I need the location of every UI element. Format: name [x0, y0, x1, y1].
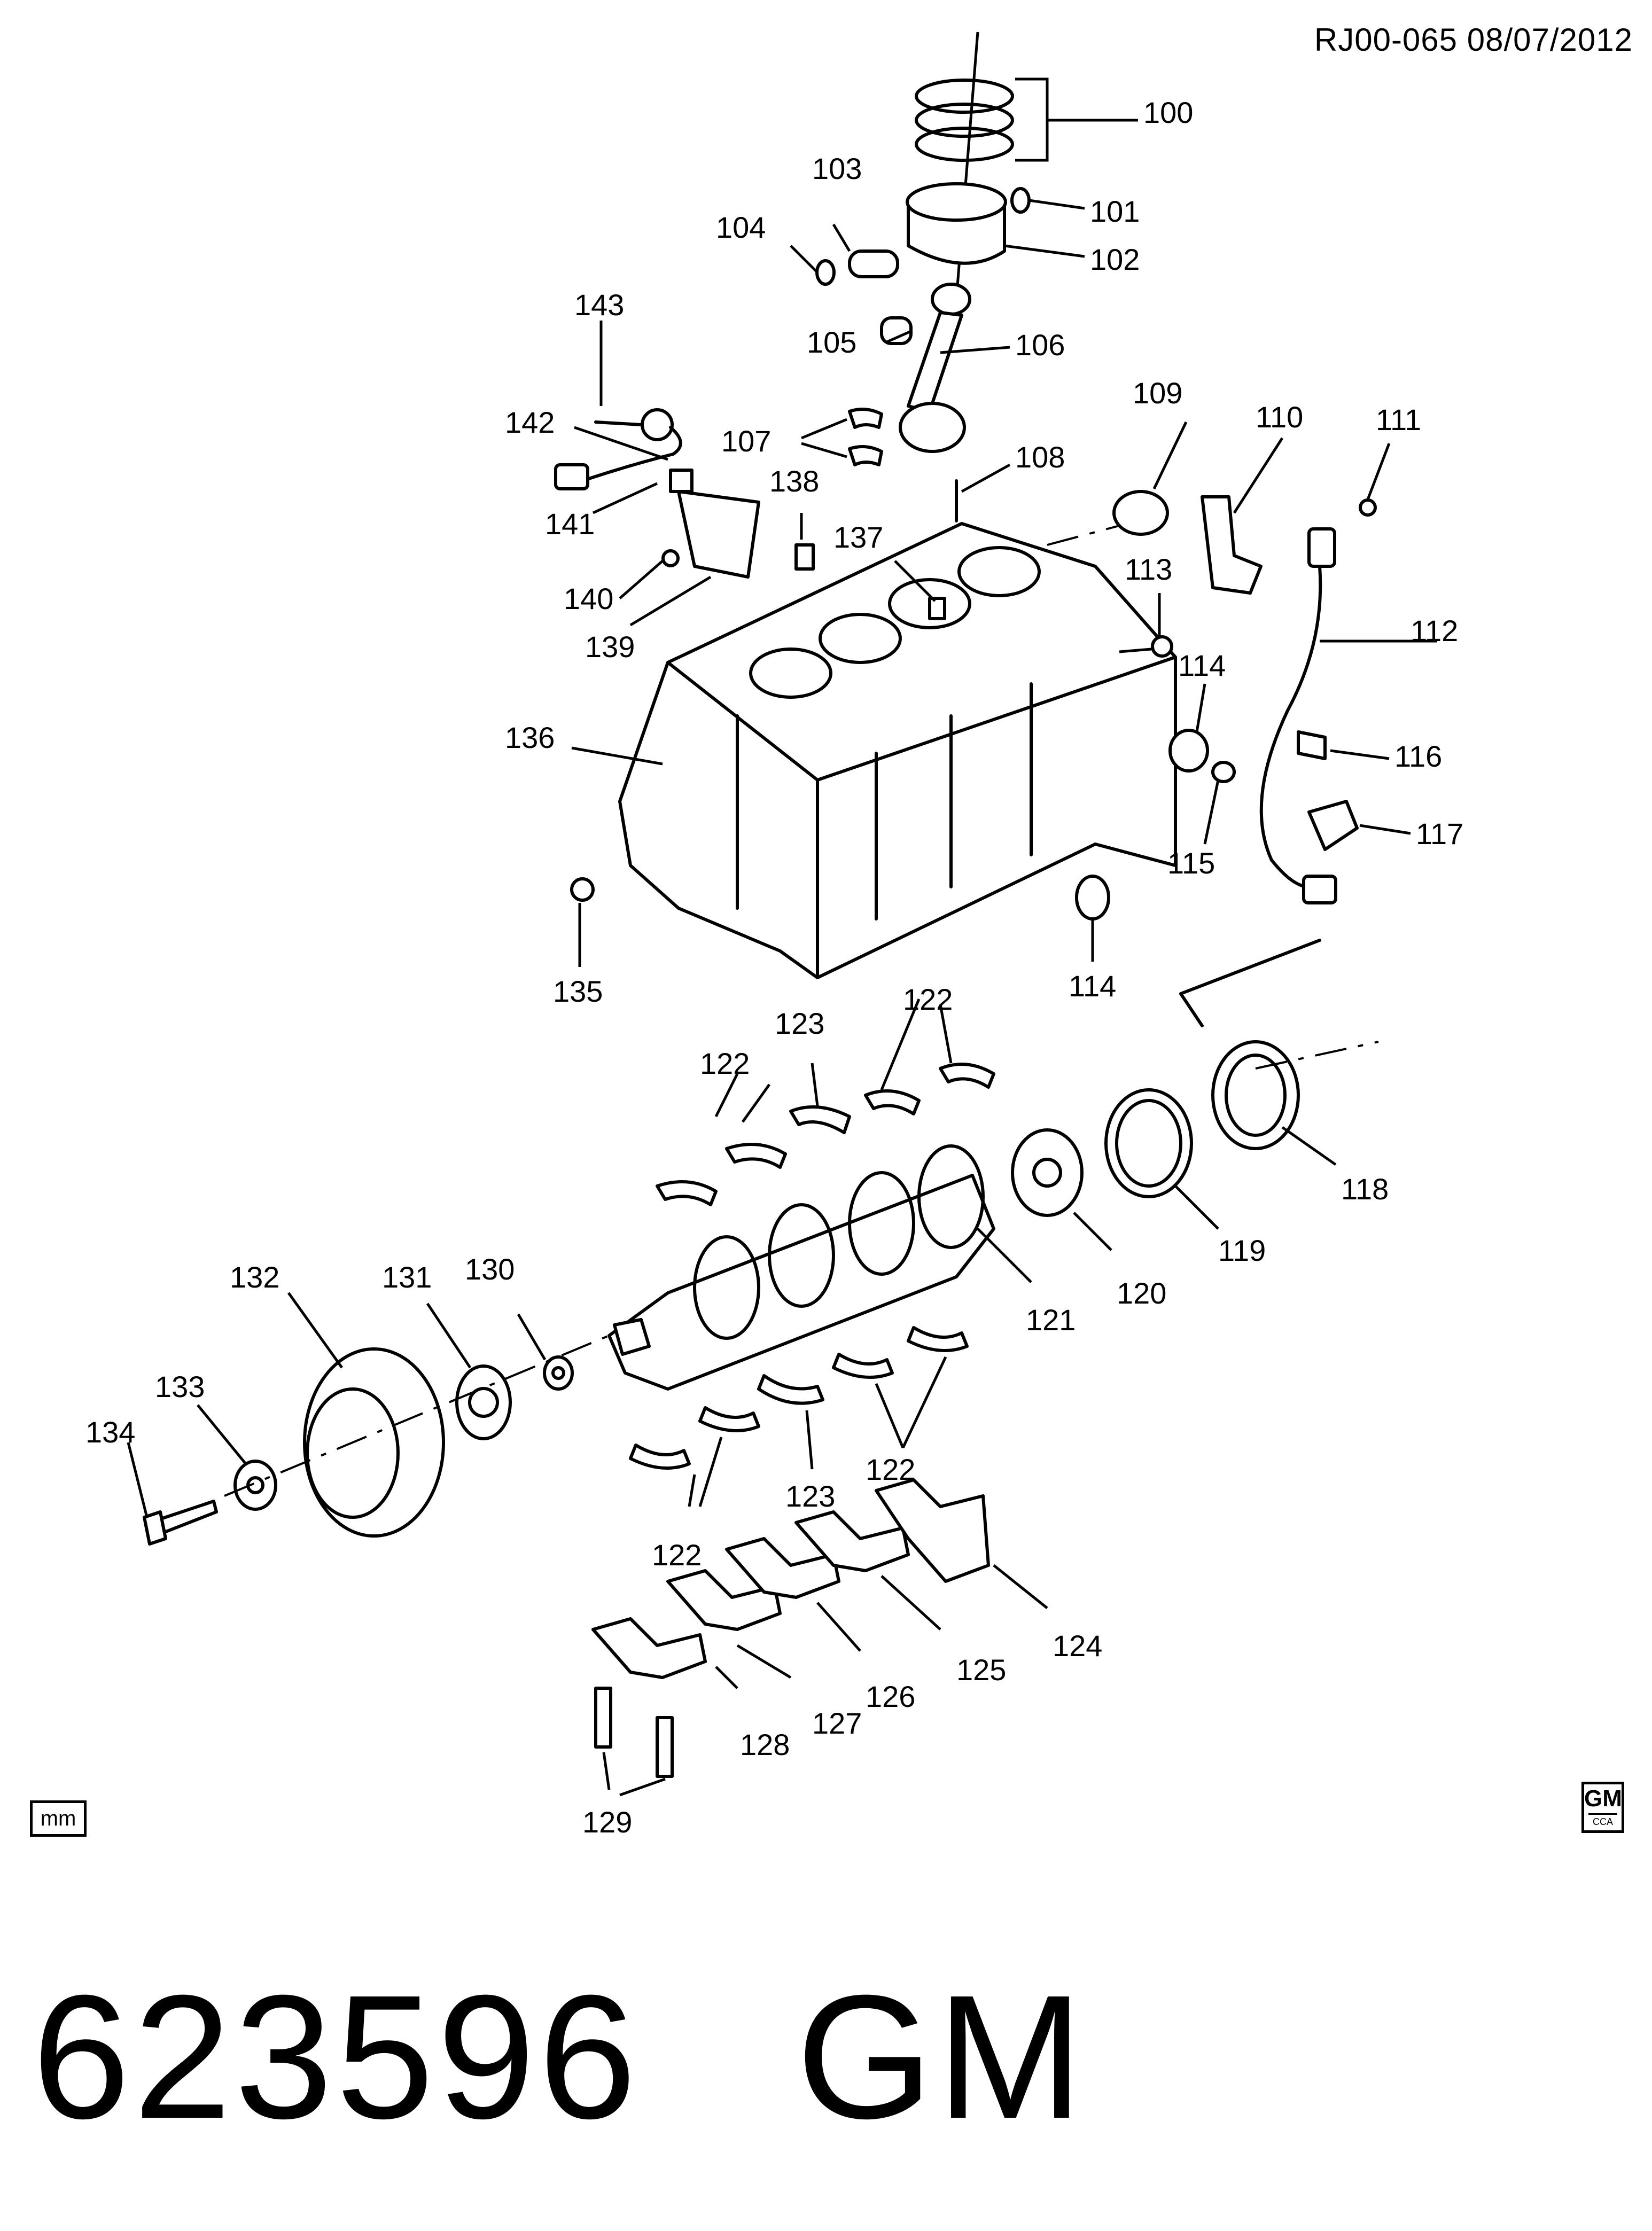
- callout-109: 109: [1133, 376, 1182, 410]
- sensor-harness: [554, 321, 760, 627]
- callout-143: 143: [574, 288, 624, 322]
- callout-142: 142: [505, 405, 555, 439]
- callout-127: 127: [812, 1706, 862, 1740]
- piston-pin-and-retainers: [790, 187, 1085, 286]
- gm-logo-text: GM: [1584, 1785, 1622, 1812]
- connecting-rod: [801, 283, 1011, 522]
- callout-116: 116: [1394, 739, 1442, 773]
- callout-122c: 122: [866, 1453, 915, 1486]
- block-right-components: [570, 421, 1437, 967]
- diagram-reference-code: RJ00-065 08/07/2012: [1314, 22, 1633, 58]
- upper-main-bearings: [656, 999, 995, 1206]
- exploded-parts-diagram: 100 101 102 103 104 105 106 107 108 109 …: [85, 32, 1463, 1839]
- callout-126: 126: [866, 1680, 915, 1713]
- callout-134: 134: [85, 1415, 135, 1449]
- bearing-caps: [591, 1478, 1048, 1797]
- callout-140: 140: [564, 582, 613, 615]
- callout-105: 105: [807, 325, 856, 359]
- callout-114b: 114: [1069, 969, 1116, 1003]
- callout-114a: 114: [1178, 649, 1226, 682]
- callout-107: 107: [721, 424, 771, 458]
- callout-111: 111: [1376, 403, 1421, 436]
- callout-113: 113: [1125, 552, 1172, 586]
- callout-122d: 122: [652, 1538, 702, 1572]
- callout-119: 119: [1218, 1234, 1266, 1267]
- callout-138: 138: [769, 464, 819, 498]
- cylinder-block: [571, 513, 1177, 979]
- callout-131: 131: [382, 1260, 432, 1294]
- callout-139: 139: [585, 630, 635, 664]
- callout-135: 135: [553, 974, 603, 1008]
- callout-124: 124: [1053, 1629, 1102, 1663]
- callout-122a: 122: [700, 1047, 750, 1080]
- callout-labels: 100 101 102 103 104 105 106 107 108 109 …: [85, 96, 1463, 1839]
- callout-141: 141: [545, 507, 595, 541]
- gm-logo: GM CCA: [1581, 1782, 1624, 1833]
- callout-120: 120: [1117, 1276, 1166, 1310]
- callout-112: 112: [1411, 614, 1458, 648]
- callout-106: 106: [1015, 328, 1065, 362]
- callout-130: 130: [465, 1252, 515, 1286]
- callout-108: 108: [1015, 440, 1065, 474]
- callout-101: 101: [1090, 194, 1140, 228]
- callout-102: 102: [1090, 243, 1140, 276]
- callout-125: 125: [956, 1653, 1006, 1687]
- gm-logo-subtext: CCA: [1588, 1813, 1617, 1829]
- callout-133: 133: [155, 1370, 205, 1403]
- callout-115: 115: [1167, 846, 1215, 880]
- part-number: 623596: [32, 1958, 640, 2155]
- footer-brand: GM: [796, 1958, 1087, 2155]
- callout-122b: 122: [903, 982, 953, 1016]
- rear-main-seals: [1011, 939, 1379, 1251]
- piston: [906, 182, 1007, 265]
- callout-123a: 123: [775, 1007, 824, 1040]
- crankshaft: [607, 1144, 1032, 1391]
- callout-128: 128: [740, 1728, 790, 1761]
- callout-103: 103: [812, 152, 862, 185]
- callout-100: 100: [1143, 96, 1193, 129]
- front-pulley-stack: [127, 1292, 610, 1546]
- callout-136: 136: [505, 721, 555, 754]
- callout-117: 117: [1416, 817, 1463, 851]
- footer-caption: 623596 GM: [32, 1955, 1087, 2158]
- callout-137: 137: [833, 520, 883, 554]
- callout-132: 132: [230, 1260, 279, 1294]
- callout-121: 121: [1026, 1303, 1076, 1337]
- callout-123b: 123: [785, 1479, 835, 1513]
- callout-104: 104: [716, 210, 766, 244]
- callout-118: 118: [1341, 1172, 1389, 1206]
- lower-main-bearings: [629, 1326, 969, 1507]
- units-badge: mm: [30, 1800, 87, 1837]
- callout-129: 129: [582, 1805, 632, 1839]
- callout-110: 110: [1256, 400, 1303, 434]
